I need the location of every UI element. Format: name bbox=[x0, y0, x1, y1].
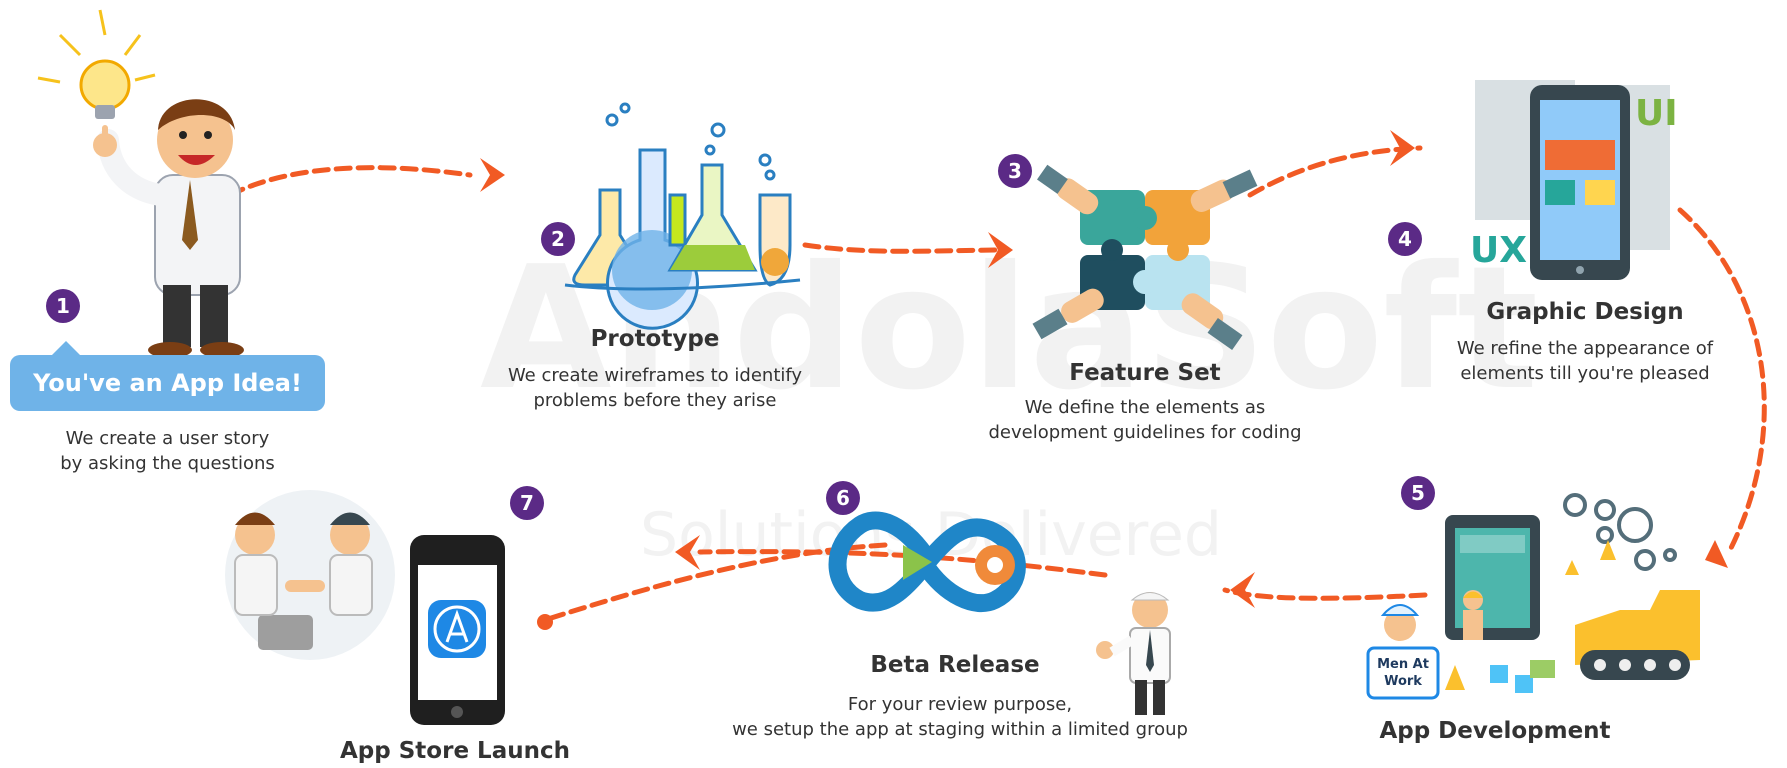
step-1-title: You've an App Idea! bbox=[10, 341, 325, 411]
step-5-title: App Development bbox=[1379, 718, 1611, 744]
step-2-badge: 2 bbox=[541, 222, 575, 256]
app-store-launch-illustration bbox=[225, 490, 505, 725]
step-1-description: We create a user story by asking the que… bbox=[20, 426, 315, 476]
arrow-5-to-6 bbox=[1222, 587, 1428, 601]
arrow-heads bbox=[480, 130, 1728, 630]
step-2-desc-line2: problems before they arise bbox=[533, 390, 777, 411]
step-4-desc-line2: elements till you're pleased bbox=[1460, 363, 1710, 384]
step-6-title: Beta Release bbox=[870, 652, 1040, 678]
step-2-description: We create wireframes to identify problem… bbox=[480, 363, 830, 413]
design-tablet-illustration: UI UX bbox=[1470, 80, 1678, 280]
step-2-desc-line1: We create wireframes to identify bbox=[507, 365, 803, 386]
arrow-tail-dot bbox=[537, 614, 553, 630]
step-6-desc-line2: we setup the app at staging within a lim… bbox=[732, 719, 1188, 740]
play-icon bbox=[903, 545, 932, 580]
app-store-icon bbox=[428, 600, 486, 658]
puzzle-hands-illustration bbox=[1032, 164, 1258, 350]
ui-label: UI bbox=[1635, 93, 1678, 134]
step-4-badge: 4 bbox=[1388, 222, 1422, 256]
step-3-badge: 3 bbox=[998, 154, 1032, 188]
step-1-desc-line2: by asking the questions bbox=[60, 453, 275, 474]
step-6-description: For your review purpose, we setup the ap… bbox=[680, 692, 1240, 742]
step-3-desc-line2: development guidelines for coding bbox=[988, 422, 1302, 443]
idea-man-illustration bbox=[37, 9, 244, 358]
app-development-illustration: Men At Work bbox=[1366, 493, 1700, 700]
men-at-work-sign-line2: Work bbox=[1384, 674, 1422, 689]
arrowhead-7 bbox=[675, 535, 700, 570]
arrowhead-5 bbox=[1705, 540, 1728, 568]
step-3-title: Feature Set bbox=[1069, 360, 1221, 386]
men-at-work-sign-line1: Men At bbox=[1377, 657, 1429, 672]
arrow-6-to-7 bbox=[697, 549, 1108, 578]
arrow-1-to-2 bbox=[227, 165, 473, 198]
step-6-badge: 6 bbox=[826, 481, 860, 515]
lab-flasks-illustration bbox=[564, 102, 801, 330]
gear-icon bbox=[975, 545, 1015, 585]
step-5-badge: 5 bbox=[1401, 476, 1435, 510]
step-1-badge: 1 bbox=[46, 289, 80, 323]
gears-icon bbox=[1563, 493, 1677, 571]
arrow-4-to-5 bbox=[1677, 207, 1767, 553]
step-6-desc-line1: For your review purpose, bbox=[847, 694, 1073, 715]
step-4-description: We refine the appearance of elements til… bbox=[1410, 336, 1760, 386]
step-3-desc-line1: We define the elements as bbox=[1024, 397, 1266, 418]
step-4-desc-line1: We refine the appearance of bbox=[1456, 338, 1714, 359]
step-3-description: We define the elements as development gu… bbox=[935, 395, 1355, 445]
step-1-desc-line1: We create a user story bbox=[65, 428, 270, 449]
ux-label: UX bbox=[1470, 230, 1527, 271]
step-7-badge: 7 bbox=[510, 486, 544, 520]
arrowhead-3 bbox=[988, 232, 1013, 268]
step-7-title: App Store Launch bbox=[340, 738, 570, 764]
arrowhead-4 bbox=[1390, 130, 1415, 166]
arrowhead-6 bbox=[1230, 572, 1255, 608]
arrow-3-to-4 bbox=[1247, 145, 1423, 198]
lightbulb-icon bbox=[37, 9, 156, 119]
beta-release-illustration bbox=[828, 511, 1171, 715]
step-2-title: Prototype bbox=[590, 326, 720, 352]
arrow-2-to-3 bbox=[802, 242, 1008, 254]
arrowhead-2 bbox=[480, 158, 505, 192]
step-4-title: Graphic Design bbox=[1486, 299, 1684, 325]
